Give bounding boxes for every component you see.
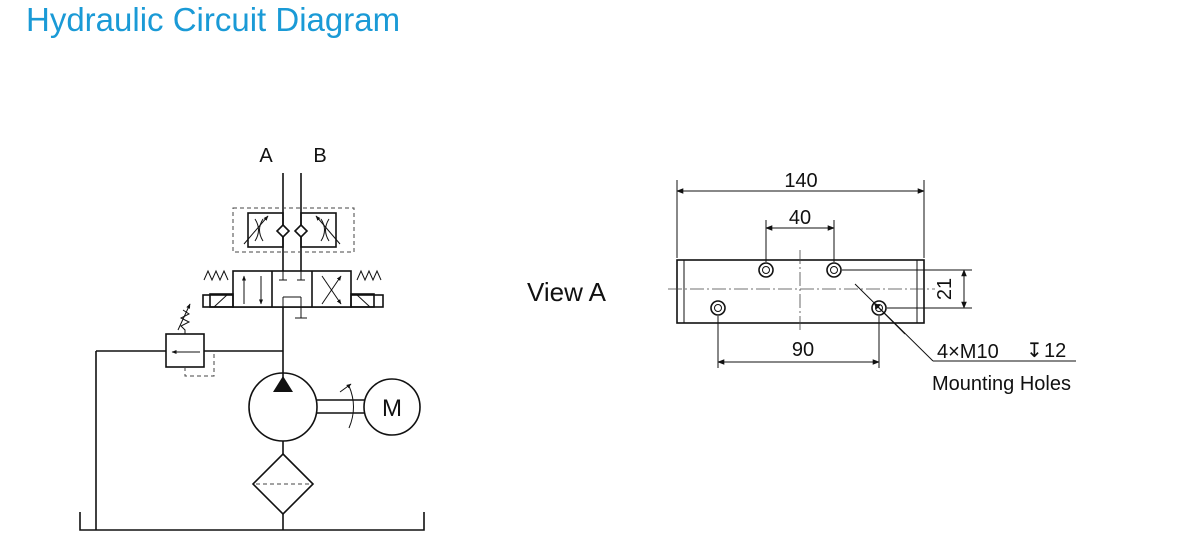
mounting-hole <box>758 262 774 278</box>
dimension-overall: 140 <box>676 170 925 258</box>
hole-leader <box>854 283 1076 362</box>
mounting-plate <box>676 259 925 324</box>
filter <box>251 441 315 530</box>
mounting-hole <box>826 262 842 278</box>
relief-valve <box>96 303 283 377</box>
dimension-overall-value: 140 <box>784 170 817 192</box>
depth-symbol: ↧ <box>1026 340 1043 362</box>
view-a-label: View A <box>527 277 607 307</box>
dimension-upper-holes-value: 40 <box>789 207 811 229</box>
dimension-height-value: 21 <box>934 278 956 300</box>
dimension-height: 21 <box>842 269 972 309</box>
dimension-lower-holes: 90 <box>717 316 880 368</box>
hydraulic-pump <box>248 372 365 442</box>
dimension-upper-holes: 40 <box>765 207 835 262</box>
hydraulic-circuit: A B <box>79 145 425 531</box>
view-a-drawing: 140 40 90 21 4×M10 ↧ <box>668 170 1076 395</box>
mounting-hole <box>710 300 726 316</box>
thread-spec: 4×M10 <box>937 341 999 363</box>
dimension-lower-holes-value: 90 <box>792 339 814 361</box>
electric-motor: M <box>363 378 421 436</box>
port-a-label: A <box>259 145 273 167</box>
mounting-holes-note: Mounting Holes <box>932 373 1071 395</box>
depth-value: 12 <box>1044 340 1066 362</box>
tank <box>79 351 425 531</box>
dual-throttle-check-valve <box>232 207 355 253</box>
port-b-label: B <box>313 145 326 167</box>
page-title: Hydraulic Circuit Diagram <box>26 1 401 38</box>
directional-control-valve <box>202 269 384 319</box>
motor-label: M <box>382 395 402 422</box>
